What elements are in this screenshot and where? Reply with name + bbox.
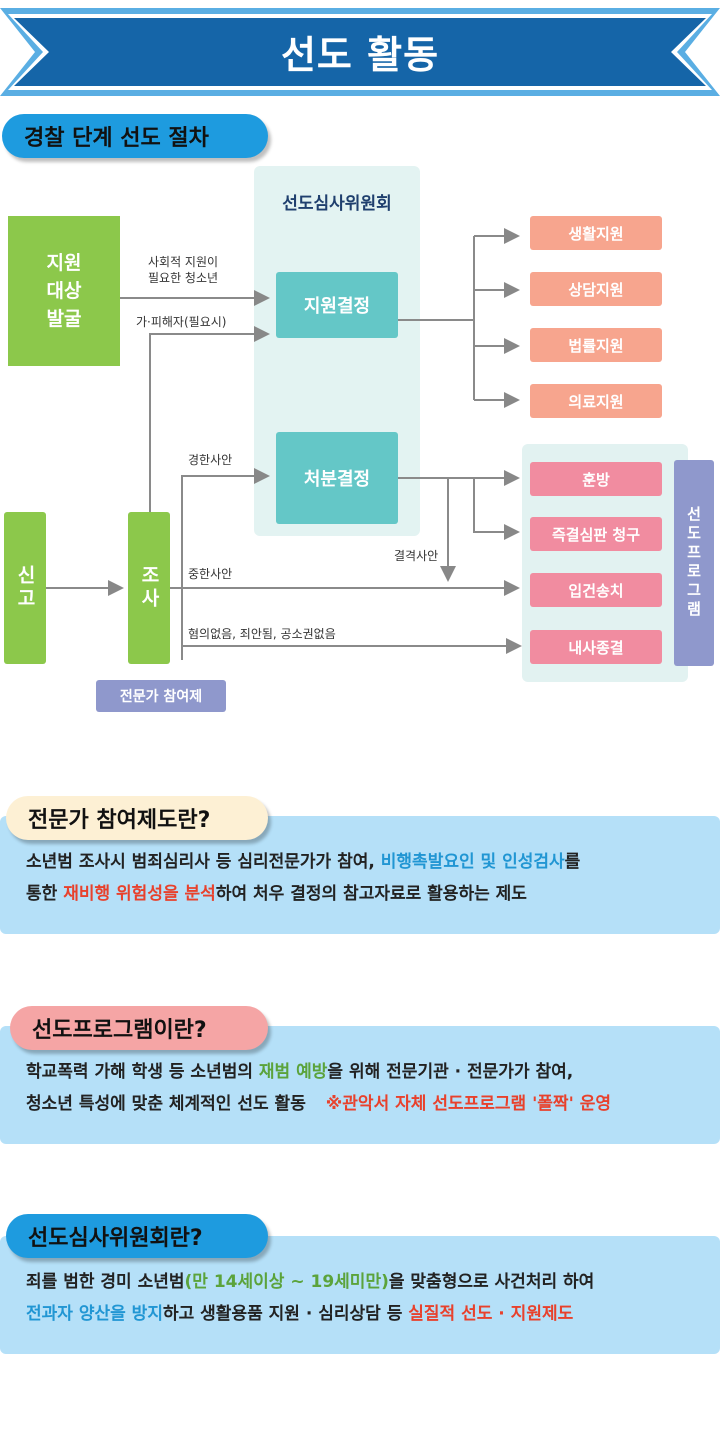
- outcome-summary-trial: 즉결심판 청구: [530, 517, 662, 551]
- info-text: 소년범 조사시 범죄심리사 등 심리전문가가 참여,: [26, 852, 381, 872]
- info-text: 죄를 범한 경미 소년범: [26, 1272, 185, 1292]
- flow-connectors: [46, 228, 522, 660]
- title-banner: 선도 활동: [0, 0, 720, 100]
- info-text: 하여 처우 결정의 참고자료로 활용하는 제도: [215, 884, 527, 904]
- section-title: 전문가 참여제도란?: [28, 808, 211, 833]
- outcome-closure: 내사종결: [530, 630, 662, 664]
- program-label: 선도프로그램: [674, 460, 714, 666]
- banner-ribbon: [0, 8, 720, 96]
- info-line: 전과자 양산을 방지하고 생활용품 지원 · 심리상담 등 실질적 선도 · 지…: [26, 1298, 694, 1330]
- info-text: 을 위해 전문기관 · 전문가가 참여,: [327, 1062, 574, 1082]
- support-item-legal: 법률지원: [530, 328, 662, 362]
- outcome-referral: 입건송치: [530, 573, 662, 607]
- info-note: ※관악서 자체 선도프로그램 '폴짝' 운영: [325, 1094, 611, 1114]
- discovery-box: 지원 대상 발굴: [8, 216, 120, 366]
- info-text: 통한: [26, 884, 64, 904]
- program-info: 학교폭력 가해 학생 등 소년범의 재범 예방을 위해 전문기관 · 전문가가 …: [0, 1026, 720, 1144]
- info-highlight: 재범 예방: [258, 1062, 328, 1082]
- info-line: 소년범 조사시 범죄심리사 등 심리전문가가 참여, 비행촉발요인 및 인성검사…: [26, 846, 694, 878]
- info-text: 을 맞춤형으로 사건처리 하여: [388, 1272, 595, 1292]
- label-victim: 가·피해자(필요시): [136, 315, 227, 329]
- info-text: 를: [564, 852, 581, 872]
- investigation-box: 조사: [128, 512, 170, 664]
- committee-info: 죄를 범한 경미 소년범(만 14세이상 ~ 19세미만)을 맞춤형으로 사건처…: [0, 1236, 720, 1354]
- flowchart: 선도심사위원회: [0, 160, 720, 720]
- report-box: 신고: [4, 512, 46, 664]
- label-disqualified: 결격사안: [394, 549, 439, 563]
- label-minor-case: 경한사안: [188, 453, 233, 467]
- info-line: 죄를 범한 경미 소년범(만 14세이상 ~ 19세미만)을 맞춤형으로 사건처…: [26, 1266, 694, 1298]
- section-pill-program: 선도프로그램이란?: [10, 1006, 268, 1050]
- info-line: 청소년 특성에 맞춘 체계적인 선도 활동 ※관악서 자체 선도프로그램 '폴짝…: [26, 1088, 694, 1120]
- section-title: 선도심사위원회란?: [28, 1226, 203, 1251]
- info-highlight: (만 14세이상 ~ 19세미만): [184, 1272, 389, 1292]
- label-serious-case: 중한사안: [188, 567, 233, 581]
- info-text: 청소년 특성에 맞춘 체계적인 선도 활동: [26, 1094, 306, 1114]
- support-item-living: 생활지원: [530, 216, 662, 250]
- expert-participation-tag: 전문가 참여제: [96, 680, 226, 712]
- committee-title: 선도심사위원회: [282, 194, 392, 214]
- section-title: 선도프로그램이란?: [32, 1018, 207, 1043]
- info-highlight: 실질적 선도 · 지원제도: [408, 1304, 574, 1324]
- disposition-decision-box: 처분결정: [276, 432, 398, 524]
- section-title: 경찰 단계 선도 절차: [24, 126, 209, 151]
- info-line: 통한 재비행 위험성을 분석하여 처우 결정의 참고자료로 활용하는 제도: [26, 878, 694, 910]
- support-item-counseling: 상담지원: [530, 272, 662, 306]
- label-needs-support: 사회적 지원이 필요한 청소년: [148, 255, 219, 285]
- info-text: 하고 생활용품 지원 · 심리상담 등: [162, 1304, 409, 1324]
- info-highlight: 전과자 양산을 방지: [26, 1304, 163, 1324]
- info-highlight: 비행촉발요인 및 인성검사: [380, 852, 565, 872]
- info-text: 학교폭력 가해 학생 등 소년범의: [26, 1062, 259, 1082]
- support-item-medical: 의료지원: [530, 384, 662, 418]
- info-line: 학교폭력 가해 학생 등 소년범의 재범 예방을 위해 전문기관 · 전문가가 …: [26, 1056, 694, 1088]
- support-decision-box: 지원결정: [276, 272, 398, 338]
- section-pill-committee: 선도심사위원회란?: [6, 1214, 268, 1258]
- section-pill-police-procedure: 경찰 단계 선도 절차: [2, 114, 268, 158]
- outcome-reprimand: 훈방: [530, 462, 662, 496]
- label-no-charge: 혐의없음, 죄안됨, 공소권없음: [188, 627, 336, 641]
- page-title: 선도 활동: [280, 33, 440, 77]
- info-highlight: 재비행 위험성을 분석: [63, 884, 216, 904]
- section-pill-expert: 전문가 참여제도란?: [6, 796, 268, 840]
